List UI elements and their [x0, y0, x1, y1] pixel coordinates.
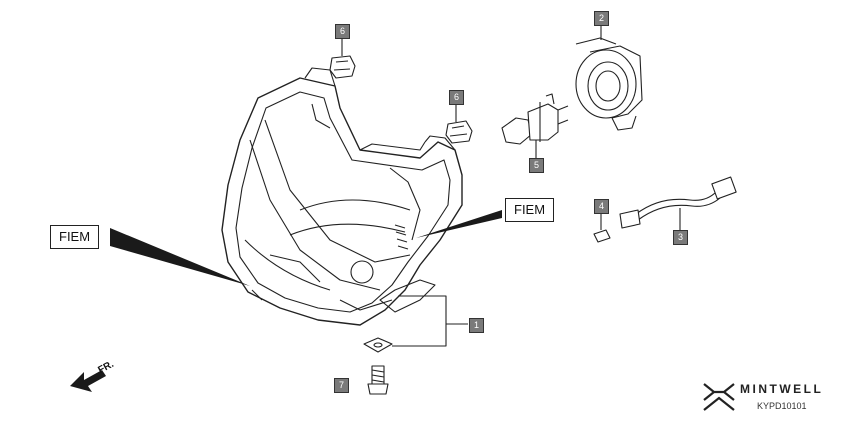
part-badge-3: 3: [673, 230, 688, 245]
bolt-part-7: [367, 365, 389, 395]
clip-part-6-lower: [445, 120, 473, 144]
brand-logo-icon: [703, 383, 735, 411]
part-badge-6-upper: 6: [335, 24, 350, 39]
socket-part-2: [575, 26, 643, 131]
headlight-housing: [221, 67, 463, 326]
diagram-code: KYPD10101: [757, 401, 807, 411]
callout-arrows: [110, 210, 502, 286]
part-badge-6-lower: 6: [449, 90, 464, 105]
small-bulb-part-4: [593, 214, 611, 243]
front-direction-arrow-icon: [70, 370, 106, 392]
part-badge-2: 2: [594, 11, 609, 26]
part-badge-5: 5: [529, 158, 544, 173]
leader-part-1: [392, 295, 468, 347]
brand-name: MINTWELL: [740, 382, 824, 396]
harness-part-3: [619, 176, 737, 230]
part-badge-1: 1: [469, 318, 484, 333]
clip-part-6-upper: [329, 55, 356, 79]
callout-fiem-right: FIEM: [505, 198, 555, 222]
part-badge-4: 4: [594, 199, 609, 214]
nut-part-1: [363, 337, 393, 353]
part-badge-7: 7: [334, 378, 349, 393]
callout-fiem-left: FIEM: [50, 225, 100, 249]
bulb-part-5: [501, 93, 569, 160]
